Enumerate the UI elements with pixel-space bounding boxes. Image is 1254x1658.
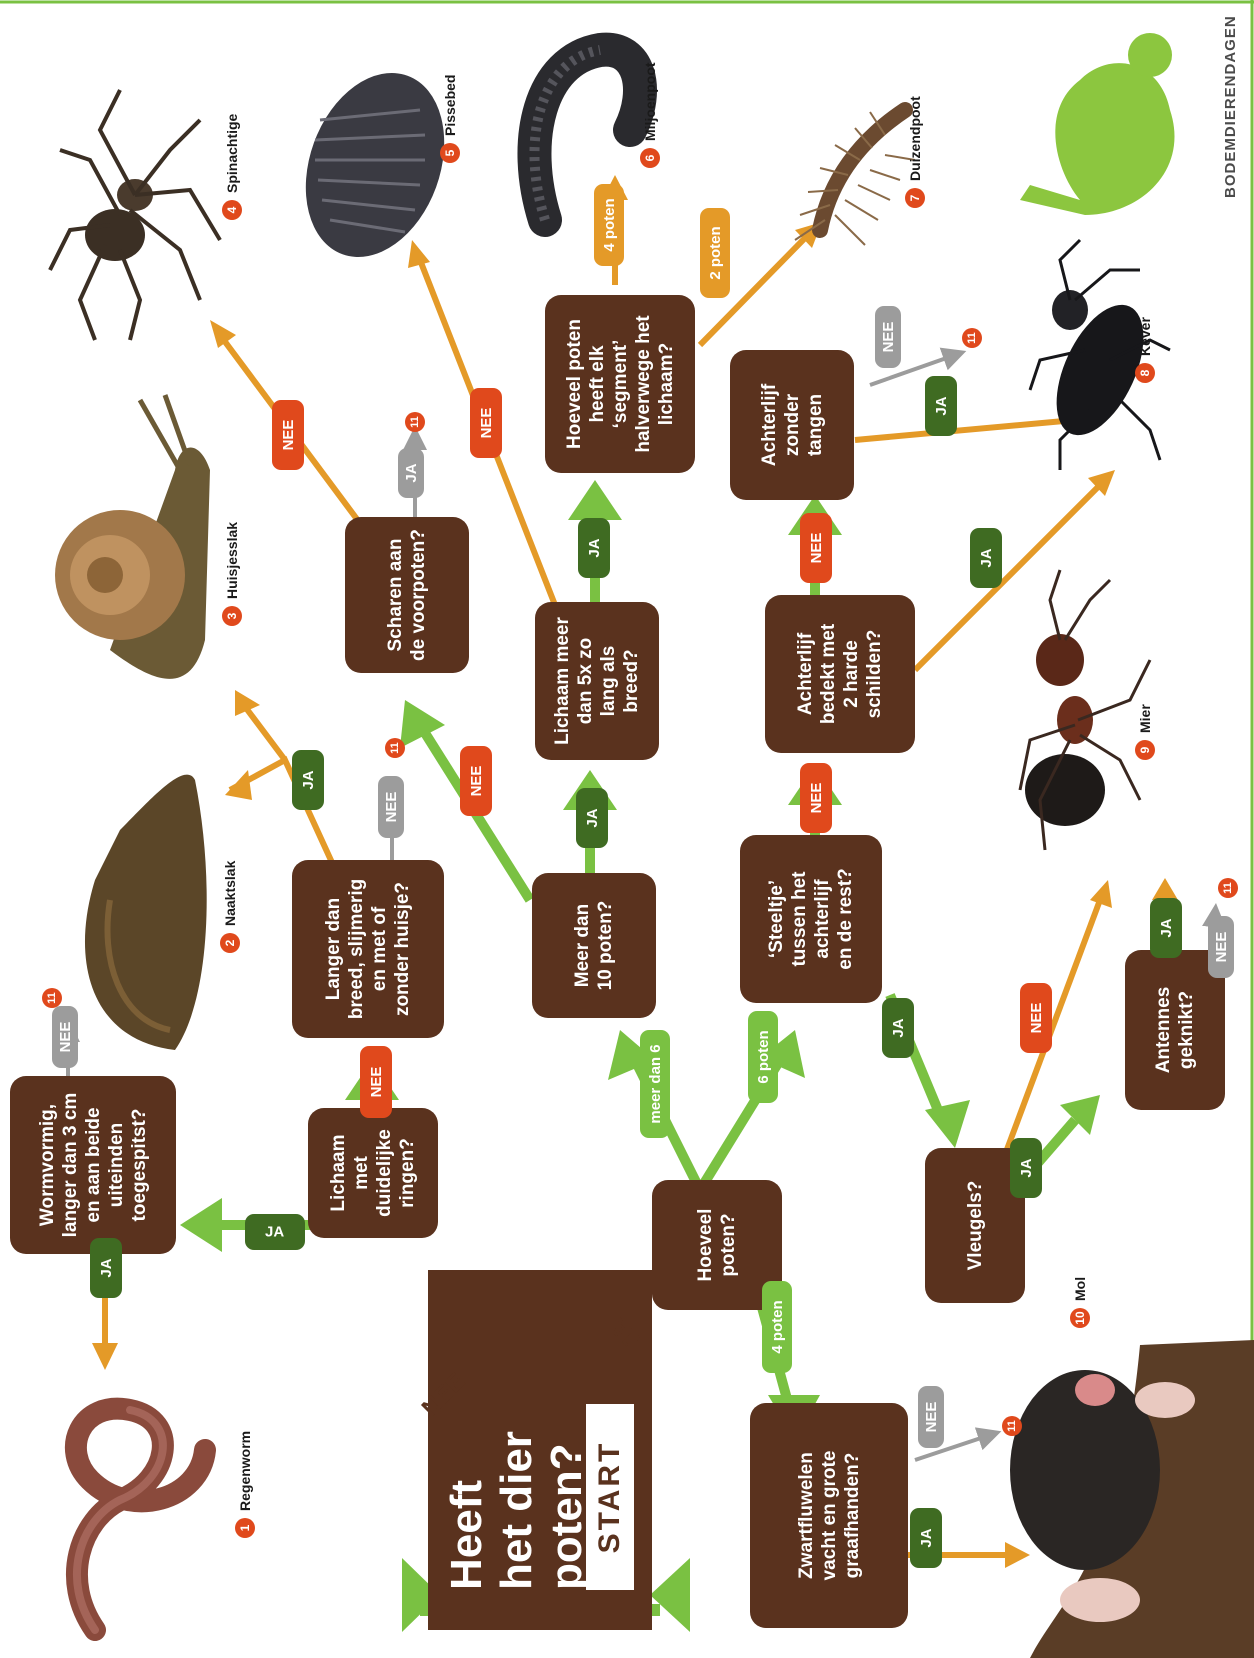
animal-number: 1 [235,1518,255,1538]
animal-label-regenworm: 1Regenworm [235,1431,255,1538]
pill-more-than-6: meer dan 6 [640,1030,670,1138]
pill-pincers-ja: JA [398,448,424,498]
pill-stalk-nee: NEE [800,763,832,833]
pill-more10-ja: JA [576,788,608,848]
pill-5x-nee: NEE [470,388,502,458]
animal-label-kever: 8Kever [1135,317,1155,383]
question-more-than-10: Meer dan 10 poten? [532,873,656,1018]
start-question: Heeft het dier poten? [442,1310,592,1590]
pill-shields-nee: NEE [800,513,832,583]
pill-slimy-nee: NEE [378,776,404,838]
pill-four-legs: 4 poten [762,1281,792,1373]
pill-mole-ja: JA [910,1508,942,1568]
animal-label-mier: 9Mier [1135,704,1155,760]
question-no-tongs: Achterlijf zonder tangen [730,350,854,500]
pill-tongs-nee: NEE [875,306,901,368]
question-pincers: Scharen aan de voorpoten? [345,517,469,673]
pill-more10-nee: NEE [460,746,492,816]
pill-stalk-ja: JA [882,998,914,1058]
question-legs-per-segment: Hoeveel poten heeft elk ‘segment’ halver… [545,295,695,473]
animal-number: 8 [1135,363,1155,383]
brand-bodemdierendagen: BODEMDIERENDAGEN [1222,15,1239,198]
question-mole: Zwartfluwelen vacht en grote graafhanden… [750,1403,908,1628]
reference-mole: 11 [1002,1416,1022,1436]
reference-worm: 11 [42,988,62,1008]
pill-rings-nee: NEE [360,1046,392,1118]
pill-5x-ja: JA [578,518,610,578]
pill-four-legs-segment: 4 poten [594,184,624,266]
reference-pincers: 11 [405,412,425,432]
animal-number: 4 [222,200,242,220]
animal-number: 6 [640,148,660,168]
pill-rings-ja: JA [245,1214,305,1250]
pill-worm-nee: NEE [52,1006,78,1068]
reference-antennae: 11 [1218,878,1238,898]
reference-tongs: 11 [962,328,982,348]
animal-label-naaktslak: 2Naaktslak [220,861,240,953]
question-5x-long: Lichaam meer dan 5x zo lang als breed? [535,602,659,760]
animal-label-spinachtige: 4Spinachtige [222,114,242,220]
animal-label-miljoenpoot: 6Miljoenpoot [640,62,660,168]
animal-label-huisjesslak: 3Huisjesslak [222,522,242,626]
question-stalk: ‘Steeltje’ tussen het achterlijf en de r… [740,835,882,1003]
animal-label-duizendpoot: 7Duizendpoot [905,96,925,208]
pill-wings-ja: JA [1010,1138,1042,1198]
animal-number: 7 [905,188,925,208]
question-wormlike: Wormvormig, langer dan 3 cm en aan beide… [10,1076,176,1254]
animal-number: 5 [440,143,460,163]
pill-two-legs-segment: 2 poten [700,208,730,298]
question-slimy: Langer dan breed, slijmerig en met of zo… [292,860,444,1038]
pill-antennae-ja: JA [1150,898,1182,958]
reference-slimy: 11 [385,738,405,758]
pill-antennae-nee: NEE [1208,916,1234,978]
animal-label-mol: 10Mol [1070,1277,1090,1328]
animal-number: 9 [1135,740,1155,760]
animal-label-pissebed: 5Pissebed [440,75,460,163]
pill-pincers-nee: NEE [272,400,304,470]
pill-wings-nee: NEE [1020,983,1052,1053]
pill-tongs-ja: JA [925,376,957,436]
animal-number: 3 [222,606,242,626]
pill-six-legs: 6 poten [748,1011,778,1103]
pill-shields-ja: JA [970,528,1002,588]
question-two-shields: Achterlijf bedekt met 2 harde schilden? [765,595,915,753]
start-label: START [586,1404,634,1590]
animal-number: 10 [1070,1308,1090,1328]
pill-mole-nee: NEE [918,1386,944,1448]
pill-worm-ja: JA [90,1238,122,1298]
animal-number: 2 [220,933,240,953]
pill-slimy-ja: JA [292,750,324,810]
question-body-rings: Lichaam met duidelijke ringen? [308,1108,438,1238]
